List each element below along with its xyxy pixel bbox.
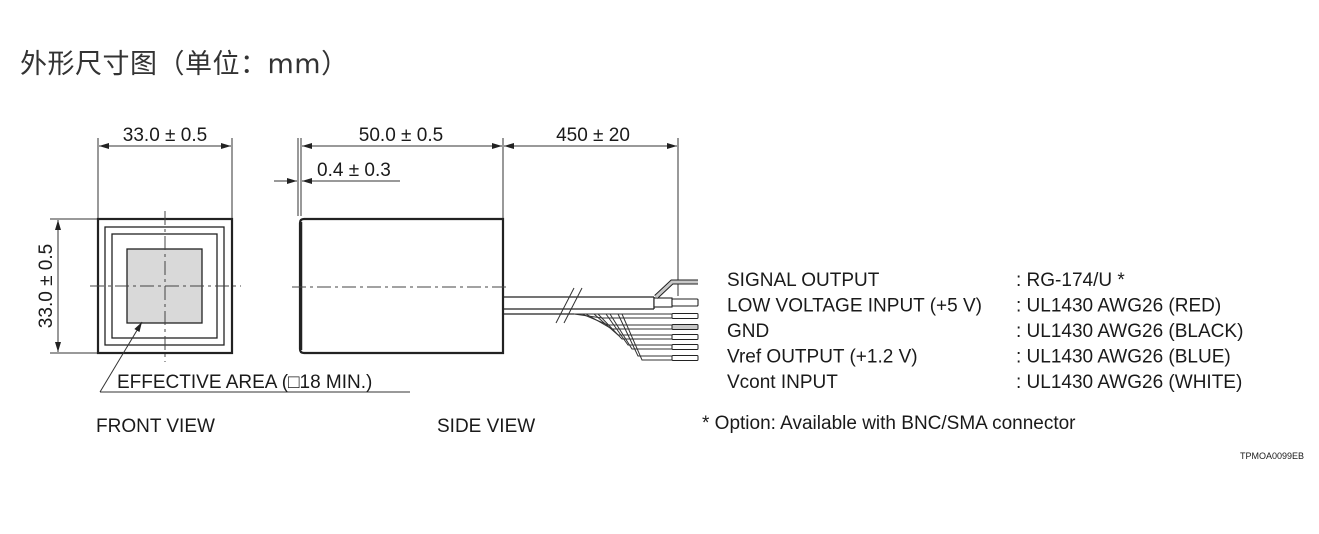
front-width-dimension: 33.0 ± 0.5 bbox=[123, 125, 207, 146]
wiring-row: SIGNAL OUTPUT : RG-174/U * bbox=[727, 270, 1125, 291]
wiring-cable-spec: : UL1430 AWG26 (WHITE) bbox=[1016, 372, 1242, 393]
effective-area-leader bbox=[99, 321, 143, 393]
side-length-dimension: 50.0 ± 0.5 bbox=[359, 125, 443, 146]
lead-wire bbox=[617, 313, 699, 361]
offset-dimension: 0.4 ± 0.3 bbox=[317, 160, 391, 181]
cable-length-dimension: 450 ± 20 bbox=[556, 125, 630, 146]
effective-area-label: EFFECTIVE AREA (□18 MIN.) bbox=[117, 372, 372, 393]
wiring-signal-name: GND bbox=[727, 321, 769, 342]
wiring-signal-name: Vref OUTPUT (+1.2 V) bbox=[727, 347, 918, 368]
side-view-label: SIDE VIEW bbox=[437, 416, 535, 437]
wiring-signal-name: SIGNAL OUTPUT bbox=[727, 270, 880, 291]
drawing-id: TPMOA0099EB bbox=[1240, 451, 1304, 461]
front-height-dimension: 33.0 ± 0.5 bbox=[36, 244, 57, 328]
wiring-cable-spec: : UL1430 AWG26 (RED) bbox=[1016, 296, 1221, 317]
wiring-row: LOW VOLTAGE INPUT (+5 V) : UL1430 AWG26 (… bbox=[727, 296, 1221, 317]
wiring-row: GND : UL1430 AWG26 (BLACK) bbox=[727, 321, 1243, 342]
wiring-signal-name: LOW VOLTAGE INPUT (+5 V) bbox=[727, 296, 982, 317]
wiring-row: Vref OUTPUT (+1.2 V) : UL1430 AWG26 (BLUE… bbox=[727, 347, 1231, 368]
wiring-signal-name: Vcont INPUT bbox=[727, 372, 838, 393]
side-view: 50.0 ± 0.5 450 ± 20 0.4 ± 0.3 bbox=[274, 125, 699, 361]
wiring-cable-spec: : UL1430 AWG26 (BLUE) bbox=[1016, 347, 1231, 368]
page-title: 外形尺寸图（单位：mm） bbox=[20, 49, 349, 80]
wiring-cable-spec: : RG-174/U * bbox=[1016, 270, 1125, 291]
front-view-label: FRONT VIEW bbox=[96, 416, 215, 437]
lead-wire bbox=[605, 313, 699, 350]
wiring-cable-spec: : UL1430 AWG26 (BLACK) bbox=[1016, 321, 1243, 342]
wiring-table: SIGNAL OUTPUT : RG-174/U * LOW VOLTAGE INP… bbox=[727, 270, 1243, 393]
footnote: * Option: Available with BNC/SMA connect… bbox=[702, 413, 1076, 434]
lead-wires bbox=[570, 313, 699, 361]
side-body-outline bbox=[298, 217, 505, 355]
lead-wire bbox=[593, 313, 699, 340]
front-view: 33.0 ± 0.5 33.0 ± 0.5 EFFECTIVE AREA (□1… bbox=[36, 125, 410, 437]
wiring-row: Vcont INPUT : UL1430 AWG26 (WHITE) bbox=[727, 372, 1242, 393]
